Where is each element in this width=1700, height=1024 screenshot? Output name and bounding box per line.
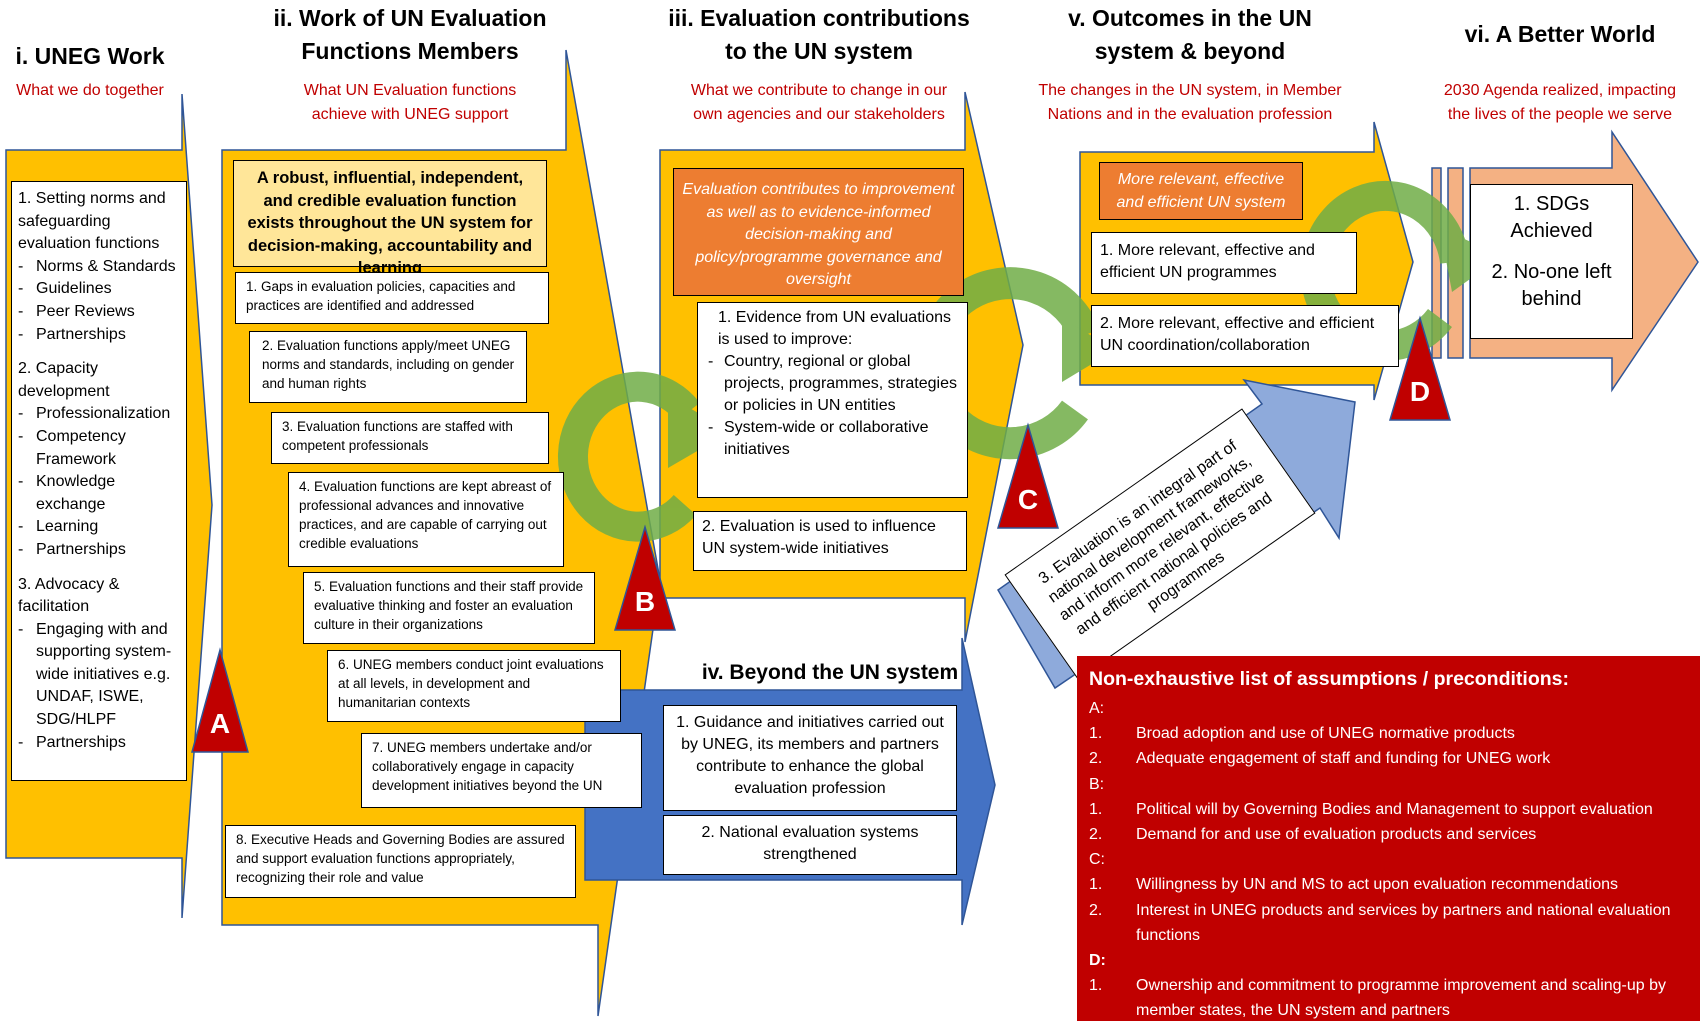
assumption-group-label: D: [1089, 952, 1106, 970]
assumption-item: 1.Willingness by UN and MS to act upon e… [1089, 876, 1619, 894]
list-item: Competency Framework [18, 426, 180, 471]
contributions-headline: Evaluation contributes to improvement as… [673, 168, 964, 296]
list-item: Learning [18, 516, 180, 539]
beyond-guidance-box: 1. Guidance and initiatives carried out … [663, 705, 957, 811]
list-item: Peer Reviews [18, 301, 180, 324]
list-item: Norms & Standards [18, 256, 180, 279]
outcome-coordination-box: 2. More relevant, effective and efficien… [1091, 305, 1399, 367]
assumptions-panel: Non-exhaustive list of assumptions / pre… [1077, 656, 1700, 1021]
marker-c-label: C [1017, 484, 1039, 515]
assumptions-title: Non-exhaustive list of assumptions / pre… [1089, 668, 1569, 690]
beyond-national-box: 2. National evaluation systems strengthe… [663, 815, 957, 875]
list-item: Engaging with and supporting system-wide… [18, 619, 180, 732]
marker-b-triangle [614, 524, 676, 631]
marker-d-label: D [1409, 376, 1431, 407]
assumption-item: 2.Demand for and use of evaluation produ… [1089, 826, 1537, 844]
marker-b-label: B [634, 586, 656, 617]
member-outcome-8: 8. Executive Heads and Governing Bodies … [225, 825, 576, 898]
col1-subtitle: What we do together [16, 82, 164, 99]
contribution-influence-box: 2. Evaluation is used to influence UN sy… [693, 511, 967, 571]
list-item: System-wide or collaborative initiatives [708, 417, 959, 461]
sdg-achieved: 1. SDGs Achieved [1510, 193, 1593, 242]
assumption-item: 1.Broad adoption and use of UNEG normati… [1089, 725, 1515, 743]
marker-c-triangle [997, 422, 1059, 529]
member-outcome-7: 7. UNEG members undertake and/or collabo… [361, 733, 642, 808]
outcomes-headline: More relevant, effective and efficient U… [1099, 162, 1303, 220]
assumption-item: 1.Ownership and commitment to programme … [1089, 977, 1667, 1020]
list-item: Professionalization [18, 403, 180, 426]
list-item: Partnerships [18, 539, 180, 562]
members-headline: A robust, influential, independent, and … [233, 160, 547, 277]
list-item: Knowledge exchange [18, 471, 180, 516]
list-item: Partnerships [18, 732, 180, 755]
member-outcome-6: 6. UNEG members conduct joint evaluation… [327, 650, 621, 722]
assumption-group-label: A: [1089, 700, 1105, 717]
member-outcome-2: 2. Evaluation functions apply/meet UNEG … [249, 331, 527, 403]
marker-a-label: A [209, 708, 231, 739]
marker-a-triangle [191, 647, 249, 753]
list-item: Partnerships [18, 324, 180, 347]
assumption-item: 2.Interest in UNEG products and services… [1089, 901, 1671, 944]
member-outcome-4: 4. Evaluation functions are kept abreast… [288, 472, 564, 567]
marker-d-triangle [1388, 315, 1452, 421]
assumption-item: 2.Adequate engagement of staff and fundi… [1089, 750, 1551, 768]
member-outcome-1: 1. Gaps in evaluation policies, capaciti… [235, 272, 549, 324]
no-one-left-behind: 2. No-one left behind [1491, 261, 1612, 310]
sdg-box: 1. SDGs Achieved 2. No-one left behind [1470, 184, 1633, 339]
assumption-item: 1.Political will by Governing Bodies and… [1089, 800, 1653, 818]
evidence-heading: 1. Evidence from UN evaluations is used … [718, 309, 951, 348]
assumption-group-label: B: [1089, 775, 1105, 793]
norms-section-heading: 1. Setting norms and safeguarding evalua… [18, 190, 166, 253]
col1-title: i. UNEG Work [15, 43, 165, 69]
uneg-work-box: 1. Setting norms and safeguarding evalua… [11, 181, 187, 781]
outcome-programmes-box: 1. More relevant, effective and efficien… [1091, 232, 1357, 294]
assumption-group-label: C: [1089, 851, 1105, 869]
list-item: Country, regional or global projects, pr… [708, 351, 959, 417]
member-outcome-5: 5. Evaluation functions and their staff … [303, 572, 595, 644]
col4-title: iv. Beyond the UN system [701, 661, 959, 684]
capacity-section-heading: 2. Capacity development [18, 360, 110, 400]
col6-title: vi. A Better World [1464, 21, 1656, 47]
advocacy-section-heading: 3. Advocacy & facilitation [18, 575, 120, 616]
contribution-evidence-box: 1. Evidence from UN evaluations is used … [697, 302, 968, 498]
member-outcome-3: 3. Evaluation functions are staffed with… [271, 412, 549, 464]
list-item: Guidelines [18, 278, 180, 301]
